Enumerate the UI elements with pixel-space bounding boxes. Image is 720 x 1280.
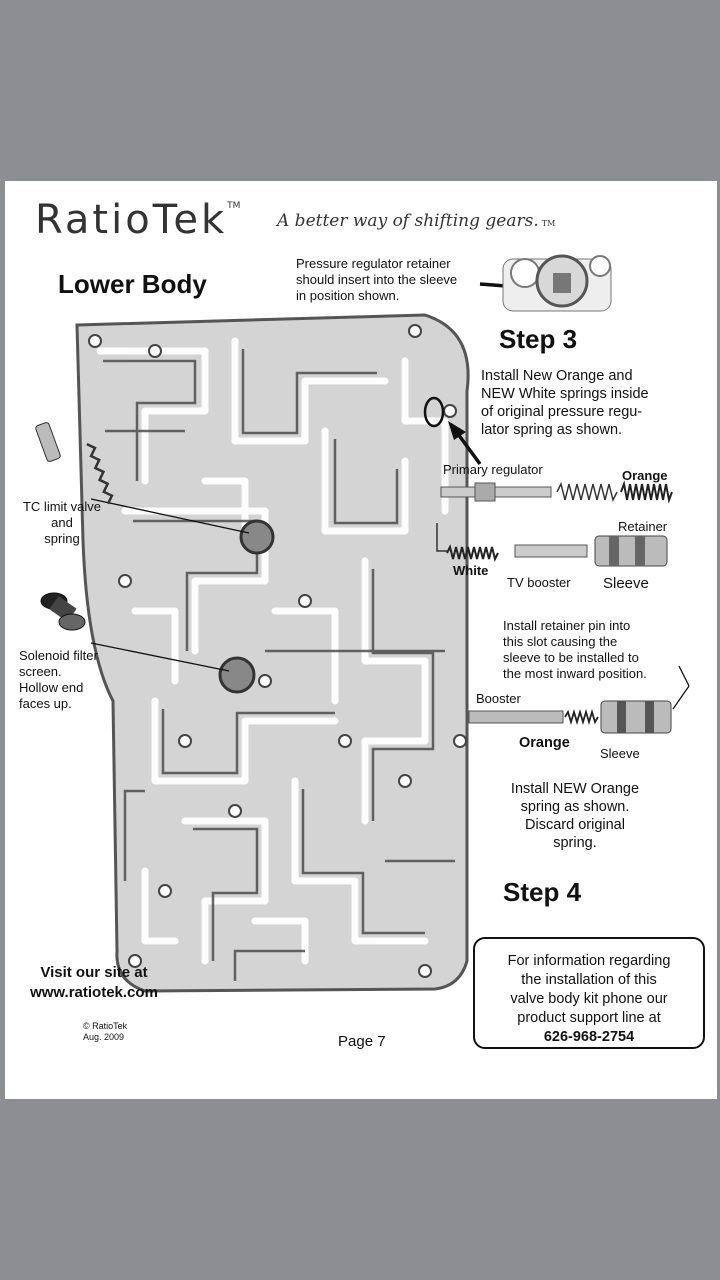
- solenoid-filter-bore: [218, 656, 256, 694]
- pressure-regulator-marker: [423, 396, 445, 428]
- solenoid-filter-note: Solenoid filter screen. Hollow end faces…: [19, 648, 98, 711]
- website-link[interactable]: www.ratiotek.com: [30, 984, 158, 1001]
- booster-sleeve-label: Sleeve: [600, 746, 640, 761]
- tagline: A better way of shifting gears.TM: [277, 211, 556, 231]
- visit-site-note: Visit our site at www.ratiotek.com: [19, 963, 169, 1003]
- page-number: Page 7: [338, 1033, 386, 1050]
- orange-booster-spring-label: Orange: [519, 735, 570, 751]
- booster-label: Booster: [476, 691, 521, 706]
- retainer-pin-note: Install retainer pin into this slot caus…: [503, 618, 647, 681]
- pressure-regulator-note: Pressure regulator retainer should inser…: [296, 256, 458, 303]
- tv-booster-label: TV booster: [507, 575, 571, 590]
- step3-heading: Step 3: [499, 324, 578, 354]
- white-spring-label: White: [453, 563, 489, 578]
- tc-limit-valve-note: TC limit valve and spring: [22, 499, 101, 546]
- ratiotek-logo: RatioTekTM: [35, 197, 241, 243]
- step4-heading: Step 4: [503, 877, 582, 907]
- valve-body-diagram: [35, 254, 690, 993]
- tc-limit-valve-part: [35, 422, 114, 505]
- primary-regulator-label: Primary regulator: [443, 462, 543, 477]
- solenoid-filter-part: [40, 592, 86, 631]
- orange-spring-note: Install NEW Orange spring as shown. Disc…: [510, 781, 640, 851]
- primary-regulator-parts: [440, 480, 673, 504]
- tv-booster-parts: [436, 523, 668, 567]
- orange-spring-label: Orange: [622, 468, 668, 483]
- section-title: Lower Body: [58, 269, 207, 299]
- valve-body-plate: [75, 313, 470, 993]
- booster-assembly-parts: [468, 700, 672, 734]
- product-support-box: For information regarding the installati…: [473, 937, 705, 1049]
- retainer-label: Retainer: [618, 519, 668, 534]
- sleeve-label: Sleeve: [603, 575, 649, 592]
- manual-page: RatioTekTM A better way of shifting gear…: [5, 181, 717, 1099]
- tc-limit-valve-bore: [239, 519, 275, 555]
- support-phone[interactable]: 626-968-2754: [543, 1029, 635, 1045]
- copyright: © RatioTek Aug. 2009: [83, 1021, 128, 1042]
- pressure-regulator-photo: [502, 254, 612, 312]
- step3-instructions: Install New Orange and NEW White springs…: [481, 368, 649, 438]
